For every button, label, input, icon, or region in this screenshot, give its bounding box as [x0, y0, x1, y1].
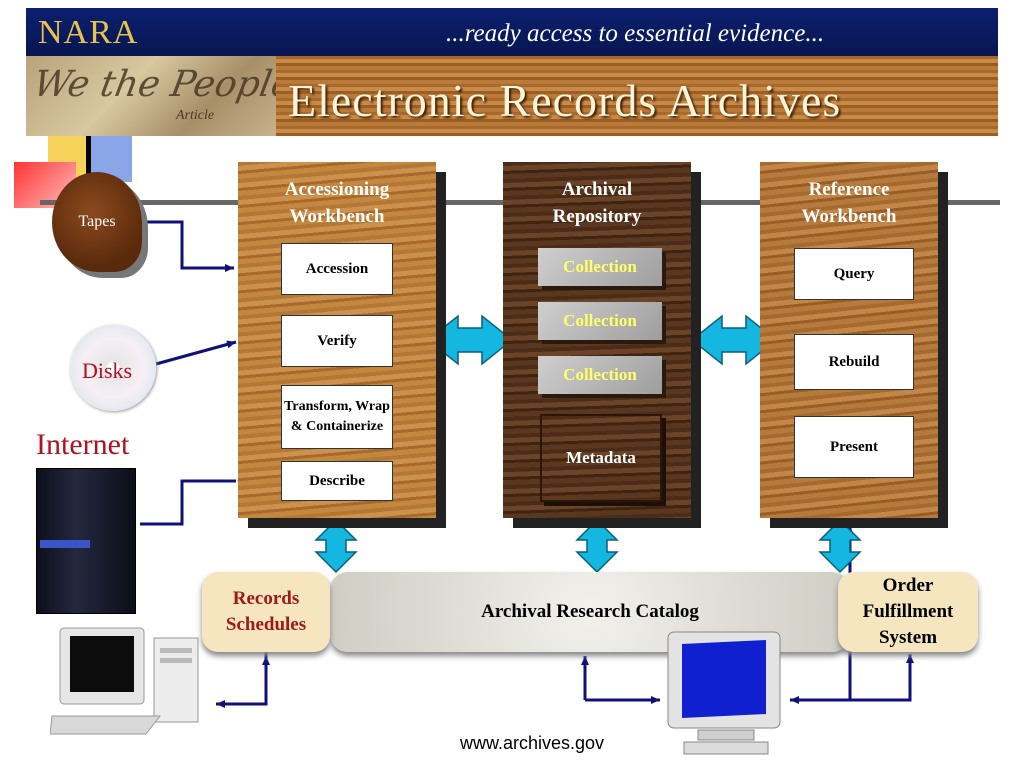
- accession-catalog-arrow: [314, 518, 358, 574]
- step-verify: Verify: [281, 315, 393, 367]
- tapes-connector: [140, 220, 234, 272]
- header-banner: NARA ...ready access to essential eviden…: [26, 8, 998, 136]
- tapes-icon: Tapes: [52, 172, 142, 272]
- order-fulfillment-system: Order Fulfillment System: [838, 572, 978, 652]
- title-wood-band: [276, 56, 998, 136]
- disks-label: Disks: [82, 358, 133, 383]
- repository-title-line1: Archival: [561, 179, 633, 200]
- records-schedules: Records Schedules: [202, 572, 330, 652]
- page-title: Electronic Records Archives: [288, 75, 842, 126]
- disk-icon: [70, 325, 156, 411]
- step-present: Present: [794, 416, 914, 478]
- collection-1: Collection: [538, 248, 662, 286]
- tapes-label: Tapes: [78, 213, 116, 230]
- step-transform: Transform, Wrap & Containerize: [281, 385, 393, 449]
- step-accession: Accession: [281, 243, 393, 295]
- repository-title-line2: Repository: [552, 206, 642, 227]
- internet-connector: [140, 479, 236, 526]
- reference-title-line1: Reference: [808, 179, 890, 200]
- step-query: Query: [794, 248, 914, 300]
- collection-3: Collection: [538, 356, 662, 394]
- metadata-box: Metadata: [540, 414, 662, 502]
- tagline: ...ready access to essential evidence...: [446, 20, 825, 47]
- decor-vertical-rule: [86, 136, 91, 206]
- monitor-icon: [667, 631, 781, 755]
- reference-title: Reference Workbench: [760, 176, 938, 230]
- accessioning-workbench-panel: Accessioning Workbench: [238, 162, 436, 518]
- collection-2: Collection: [538, 302, 662, 340]
- records-connector: [216, 652, 268, 708]
- server-light: [40, 540, 90, 548]
- repository-title: Archival Repository: [503, 176, 691, 230]
- desktop-computer-icon: [50, 627, 199, 735]
- accessioning-title-line2: Workbench: [289, 206, 385, 227]
- parchment-subtext: Article: [176, 108, 215, 123]
- accessioning-title: Accessioning Workbench: [238, 176, 436, 230]
- accessioning-title-line1: Accessioning: [284, 179, 390, 200]
- banner-top-strip: [26, 8, 998, 56]
- constitution-image: [26, 56, 276, 136]
- step-describe: Describe: [281, 461, 393, 501]
- reference-catalog-arrow: [818, 518, 862, 574]
- accession-repository-double-arrow: [426, 314, 514, 366]
- reference-title-line2: Workbench: [801, 206, 897, 227]
- footer-url[interactable]: www.archives.gov: [460, 733, 605, 753]
- step-rebuild: Rebuild: [794, 334, 914, 390]
- repository-catalog-arrow: [575, 518, 619, 574]
- org-logo-text: NARA: [38, 14, 139, 51]
- order-connector: [790, 654, 914, 702]
- disks-connector: [155, 340, 237, 366]
- internet-label: Internet: [36, 428, 130, 461]
